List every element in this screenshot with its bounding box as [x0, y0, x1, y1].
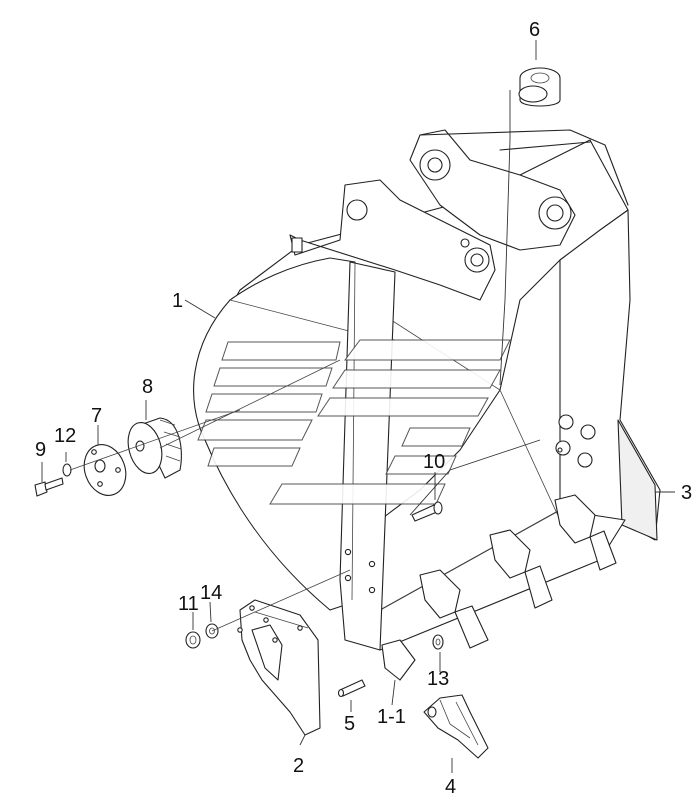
bushing-part-6 — [518, 67, 561, 107]
callout-8: 8 — [142, 376, 153, 398]
callout-2: 2 — [293, 755, 304, 777]
callout-10: 10 — [423, 451, 445, 473]
pin-part-5 — [337, 679, 366, 698]
washer-part-12 — [62, 463, 72, 477]
callout-12: 12 — [54, 425, 76, 447]
bucket-teeth — [381, 494, 617, 681]
bolt-part-9 — [34, 477, 64, 497]
callout-1-1: 1-1 — [377, 706, 406, 728]
callout-4: 4 — [445, 776, 456, 798]
callout-6: 6 — [529, 19, 540, 41]
callout-3: 3 — [681, 482, 692, 504]
tooth-point-part-4 — [423, 694, 489, 759]
callout-11: 11 — [178, 593, 199, 615]
plate-washer-part-7 — [83, 444, 127, 496]
bolt-part-10 — [411, 501, 443, 522]
lock-washer-part-13 — [432, 634, 444, 650]
callout-labels: 1 6 8 7 12 9 10 3 11 14 13 5 1-1 2 4 — [35, 19, 692, 798]
callout-13: 13 — [427, 668, 449, 690]
callout-14: 14 — [200, 582, 222, 604]
side-cutter-part-2 — [237, 599, 321, 736]
nut-part-11 — [185, 631, 201, 649]
callout-5: 5 — [344, 713, 355, 735]
callout-7: 7 — [91, 405, 102, 427]
leader-lines — [41, 40, 675, 773]
callout-9: 9 — [35, 439, 46, 461]
callout-1: 1 — [172, 290, 183, 312]
bucket-body — [193, 129, 661, 651]
